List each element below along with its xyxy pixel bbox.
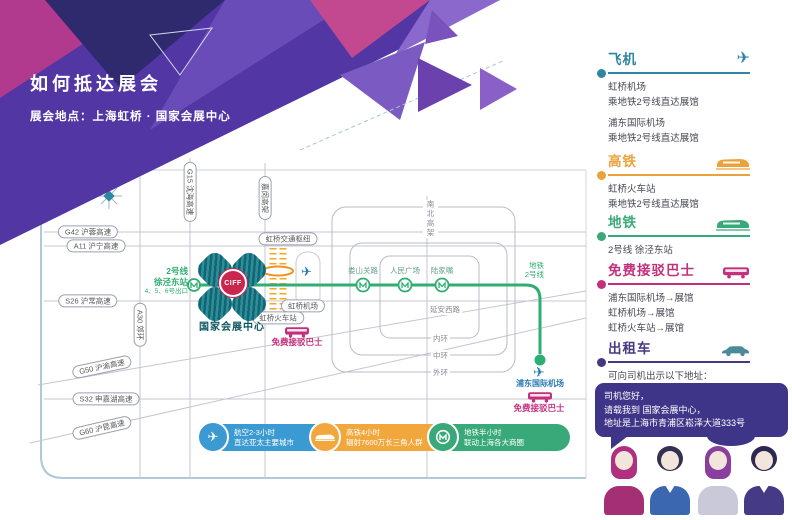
metro-item: 2号线 徐泾东站 xyxy=(608,245,673,256)
legend-train-icon xyxy=(309,421,341,453)
page-title: 如何抵达展会 xyxy=(30,74,162,94)
legend-metro-icon xyxy=(427,421,459,453)
shuttle-section-dot xyxy=(597,279,606,289)
legend-hsr-line1: 高铁4小时 xyxy=(346,427,381,437)
metro-line2-label: 地铁 2号线 xyxy=(500,261,544,279)
hsr-section-title: 高铁 xyxy=(608,154,637,169)
hub-label: 虹桥交通枢纽 xyxy=(258,232,318,246)
hongqiao-railway-label: 虹桥火车站 xyxy=(252,311,304,325)
plane-item: 浦东国际机场 xyxy=(608,118,666,129)
ring-label-outer: 外环 xyxy=(431,367,450,378)
metro-train-icon xyxy=(716,217,750,231)
hongqiao-plane-icon: ✈ xyxy=(301,264,312,279)
sidebar-section-taxi: 出租车 可向司机出示以下地址： xyxy=(597,339,750,384)
shuttle-item: 浦东国际机场→展馆 xyxy=(608,293,694,304)
legend-air-line1: 航空2-3小时 xyxy=(234,427,275,437)
sidebar-section-plane: 飞机 ✈ 虹桥机场 乘地铁2号线直达展馆 浦东国际机场 乘地铁2号线直达展馆 xyxy=(597,50,750,146)
taxi-section-title: 出租车 xyxy=(608,341,652,356)
sidebar-section-metro: 地铁 2号线 徐泾东站 xyxy=(597,213,750,258)
ring-label-inner: 内环 xyxy=(431,333,450,344)
xujingdong-station-label: 2号线 徐泾东站 4、5、6号出口 xyxy=(134,266,188,298)
shuttle-item: 虹桥火车站→展馆 xyxy=(608,323,685,334)
car-icon xyxy=(720,344,750,357)
line2-text: 2号线 xyxy=(166,266,188,276)
ring-label-middle: 中环 xyxy=(431,350,450,361)
station-name: 徐泾东站 xyxy=(153,276,188,287)
plane-item: 虹桥机场 xyxy=(608,82,647,93)
legend-plane-icon: ✈ xyxy=(197,421,229,453)
bubble-line: 请载我到 国家会展中心， xyxy=(604,404,706,415)
station-loushanguan: 娄山关路 xyxy=(348,266,378,275)
taxi-address-bubble: 司机您好， 请载我到 国家会展中心， 地址是上海市青浦区崧泽大道333号 xyxy=(595,383,788,449)
legend-hsr-line2: 辐射7600万长三角人群 xyxy=(346,437,423,447)
road-label-g15: G15 沈海高速 xyxy=(183,161,197,223)
ciff-logo: CIFF xyxy=(219,269,247,297)
hongqiao-airport-label: 虹桥机场 xyxy=(281,299,325,313)
pudong-plane-icon: ✈ xyxy=(533,364,545,380)
person-figure xyxy=(602,445,646,515)
bubble-line: 地址是上海市青浦区崧泽大道333号 xyxy=(604,418,746,428)
page-subtitle: 展会地点：上海虹桥 · 国家会展中心 xyxy=(30,111,231,123)
plane-section-dot xyxy=(597,68,606,78)
sidebar-section-shuttle: 免费接驳巴士 浦东国际机场→展馆 虹桥机场→展馆 虹桥火车站→展馆 xyxy=(597,261,750,336)
plane-item: 乘地铁2号线直达展馆 xyxy=(608,133,699,144)
taxi-section-dot xyxy=(597,357,606,367)
metro-line2-bottom: 2号线 xyxy=(524,270,544,279)
pudong-shuttle-bus-icon xyxy=(527,390,553,408)
road-label-s26: S26 沪常高速 xyxy=(58,294,118,308)
legend-air-line2: 直达亚太主要城市 xyxy=(234,437,294,447)
station-lujiazui: 陆家嘴 xyxy=(430,266,454,275)
legend-metro-line2: 联动上海各大商圈 xyxy=(464,437,524,447)
metro-line2-top: 地铁 xyxy=(529,261,544,270)
sidebar-section-hsr: 高铁 虹桥火车站 乘地铁2号线直达展馆 xyxy=(597,152,750,212)
bubble-lobe xyxy=(707,425,755,446)
plane-section-title: 飞机 xyxy=(608,52,637,67)
hongqiao-shuttle-label: 免费接驳巴士 xyxy=(271,337,323,347)
road-label-a11: A11 沪宁高速 xyxy=(66,239,126,253)
road-label-a30: A30 郊环 xyxy=(133,302,147,348)
legend-metro-line1: 地铁半小时 xyxy=(464,427,502,437)
hsr-item: 乘地铁2号线直达展馆 xyxy=(608,199,699,210)
train-icon xyxy=(716,156,750,170)
road-label-jiamin: 嘉闵高架 xyxy=(258,176,272,220)
station-exits: 4、5、6号出口 xyxy=(144,288,188,295)
person-figure xyxy=(742,445,786,515)
bubble-tail xyxy=(611,435,628,449)
bubble-line: 司机您好， xyxy=(604,391,650,401)
shuttle-section-title: 免费接驳巴士 xyxy=(608,263,695,278)
road-label-g42: G42 沪蓉高速 xyxy=(57,225,119,239)
shuttle-bus-icon xyxy=(284,325,310,343)
plane-icon: ✈ xyxy=(736,50,750,67)
hsr-section-dot xyxy=(597,170,606,180)
shuttle-item: 虹桥机场→展馆 xyxy=(608,308,675,319)
plane-item: 乘地铁2号线直达展馆 xyxy=(608,97,699,108)
road-label-yanan: 延安西路 xyxy=(428,304,462,315)
pudong-shuttle-label: 免费接驳巴士 xyxy=(513,403,565,413)
station-renmin-square: 人民广场 xyxy=(390,266,420,275)
bus-icon xyxy=(722,266,750,279)
road-label-nanbei: 南北高架 xyxy=(423,200,438,238)
metro-section-title: 地铁 xyxy=(608,215,637,230)
person-figure xyxy=(648,445,692,515)
legend-metro: 地铁半小时 联动上海各大商圈 xyxy=(440,424,570,451)
hsr-item: 虹桥火车站 xyxy=(608,184,656,195)
person-figure xyxy=(696,445,740,515)
taxi-item: 可向司机出示以下地址： xyxy=(608,371,713,382)
pudong-airport-label: 浦东国际机场 xyxy=(516,379,564,388)
people-illustration xyxy=(598,443,792,517)
venue-name-label: 国家会展中心 xyxy=(199,322,265,333)
metro-section-dot xyxy=(597,231,606,241)
road-label-s32: S32 申嘉湖高速 xyxy=(72,392,140,406)
